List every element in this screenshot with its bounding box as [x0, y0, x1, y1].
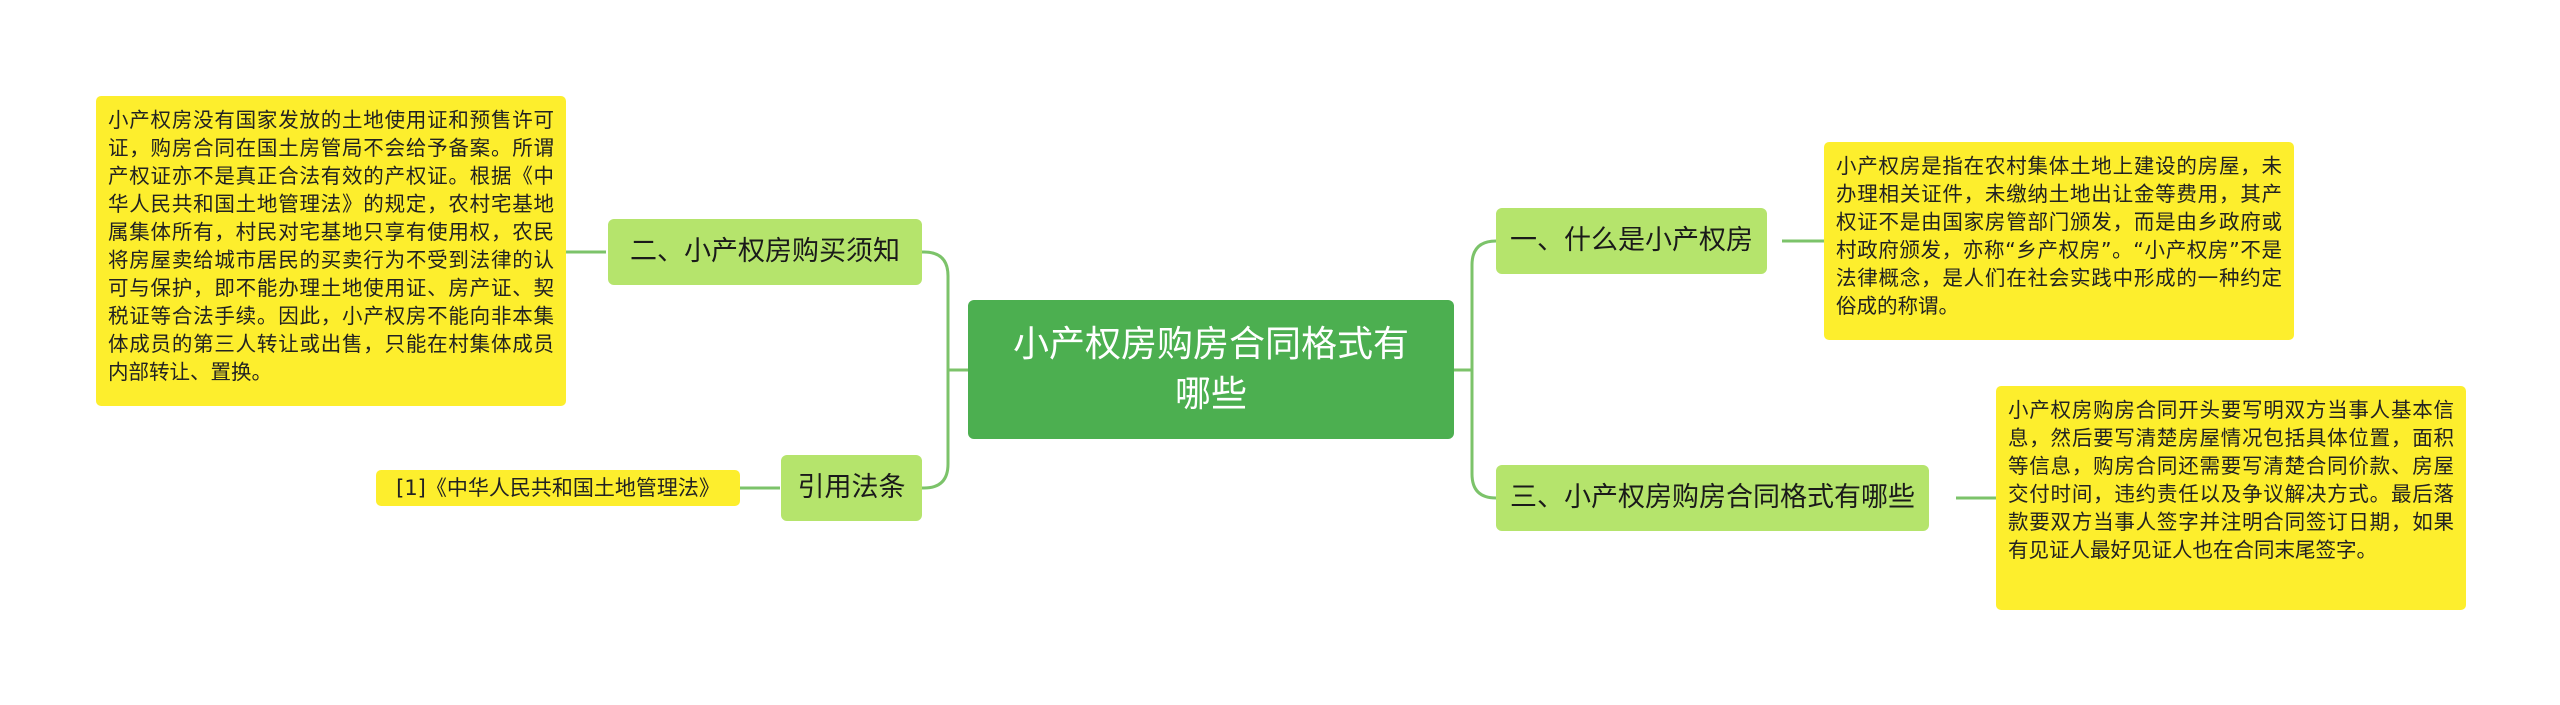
- leaf-format[interactable]: 小产权房购房合同开头要写明双方当事人基本信息，然后要写清楚房屋情况包括具体位置，…: [1996, 386, 2466, 610]
- connector-root-what-is: [1454, 239, 1498, 372]
- branch-notice-label: 二、小产权房购买须知: [630, 236, 900, 267]
- branch-law-label: 引用法条: [797, 472, 906, 503]
- connector-root-format: [1454, 368, 1498, 500]
- leaf-notice[interactable]: 小产权房没有国家发放的土地使用证和预售许可证，购房合同在国土房管局不会给予备案。…: [96, 96, 566, 406]
- branch-format[interactable]: 三、小产权房购房合同格式有哪些: [1496, 465, 1929, 531]
- branch-law[interactable]: 引用法条: [781, 455, 922, 521]
- leaf-what-is[interactable]: 小产权房是指在农村集体土地上建设的房屋，未办理相关证件，未缴纳土地出让金等费用，…: [1824, 142, 2294, 340]
- leaf-format-text: 小产权房购房合同开头要写明双方当事人基本信息，然后要写清楚房屋情况包括具体位置，…: [2008, 398, 2454, 562]
- leaf-what-is-text: 小产权房是指在农村集体土地上建设的房屋，未办理相关证件，未缴纳土地出让金等费用，…: [1836, 154, 2282, 318]
- leaf-law-text: [1]《中华人民共和国土地管理法》: [396, 476, 720, 500]
- leaf-law[interactable]: [1]《中华人民共和国土地管理法》: [376, 470, 740, 506]
- root-topic[interactable]: 小产权房购房合同格式有哪些: [968, 300, 1454, 439]
- leaf-notice-text: 小产权房没有国家发放的土地使用证和预售许可证，购房合同在国土房管局不会给予备案。…: [108, 108, 554, 384]
- connector-root-notice: [922, 250, 968, 372]
- connector-root-law: [922, 368, 968, 490]
- root-topic-label: 小产权房购房合同格式有哪些: [1012, 323, 1409, 415]
- branch-notice[interactable]: 二、小产权房购买须知: [608, 219, 922, 285]
- branch-what-is-label: 一、什么是小产权房: [1510, 225, 1753, 256]
- branch-what-is[interactable]: 一、什么是小产权房: [1496, 208, 1767, 274]
- branch-format-label: 三、小产权房购房合同格式有哪些: [1510, 482, 1915, 513]
